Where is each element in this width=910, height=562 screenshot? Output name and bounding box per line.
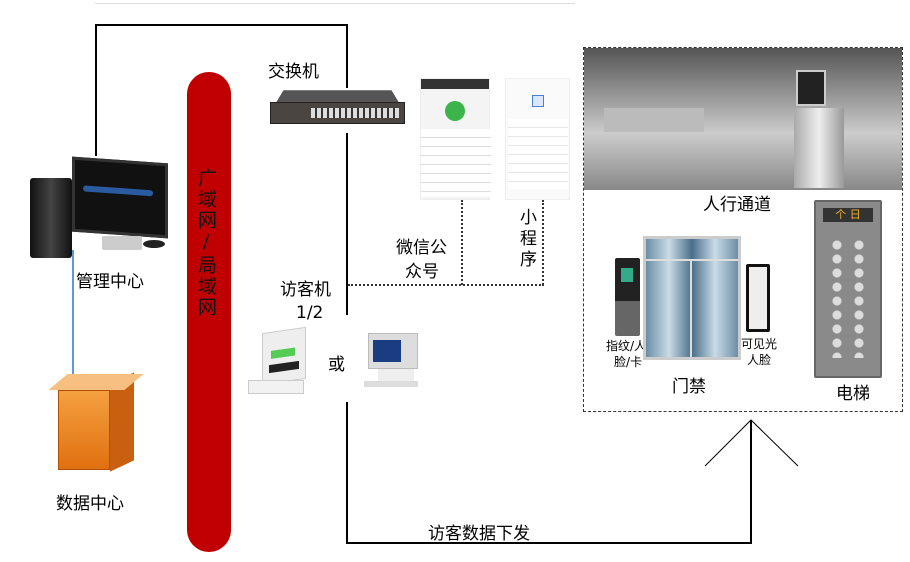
dotted-link-wechat xyxy=(461,200,463,285)
dotted-link-mini xyxy=(542,200,544,285)
visible-light-face-label-l2: 人脸 xyxy=(747,353,772,367)
elevator-display: 个 日 xyxy=(823,208,873,222)
fingerprint-face-card-label-l1: 指纹/人 xyxy=(606,339,647,353)
pc-tower xyxy=(30,178,72,258)
visitor-kiosk-number: 1/2 xyxy=(296,303,324,323)
mini-program-screen xyxy=(505,78,570,200)
dotted-link-h xyxy=(348,284,544,286)
link-top xyxy=(95,24,348,26)
fingerprint-face-card-label-l2: 脸/卡 xyxy=(614,355,643,369)
server-icon xyxy=(48,372,144,472)
pc-mouse xyxy=(143,240,165,248)
link-server xyxy=(72,250,74,380)
wechat-official-label-l2: 众号 xyxy=(405,262,439,282)
pc-stand xyxy=(102,236,142,250)
access-control-label: 门禁 xyxy=(672,377,706,397)
network-bar xyxy=(187,72,231,552)
visitor-kiosk-1 xyxy=(248,326,310,396)
wechat-official-label-l1: 微信公 xyxy=(396,238,447,258)
pedestrian-passage-photo xyxy=(584,48,902,190)
pedestrian-passage-label: 人行通道 xyxy=(703,195,771,215)
visitor-kiosk-label: 访客机 xyxy=(280,280,331,300)
switch-label: 交换机 xyxy=(268,62,319,82)
top-faint-line xyxy=(95,3,575,4)
link-pc xyxy=(95,24,97,156)
or-label: 或 xyxy=(328,355,345,375)
visitor-kiosk-2 xyxy=(364,333,420,391)
data-center-label: 数据中心 xyxy=(56,494,124,514)
network-label: 广域网/局域网 xyxy=(195,168,217,318)
wechat-screen xyxy=(420,78,491,200)
fingerprint-face-card-device xyxy=(615,258,640,336)
arrow-head-icon xyxy=(704,419,799,467)
access-door xyxy=(643,236,741,360)
mini-program-label: 小程序 xyxy=(516,208,536,271)
link-kiosk-bottom xyxy=(346,402,348,544)
visible-light-face-label-l1: 可见光 xyxy=(741,337,778,351)
elevator-label: 电梯 xyxy=(836,384,870,404)
visitor-data-dispatch-label: 访客数据下发 xyxy=(428,524,530,544)
link-bottom xyxy=(346,542,752,544)
elevator-panel: 个 日 xyxy=(814,200,882,378)
link-up xyxy=(750,420,752,544)
visible-light-face-tablet xyxy=(746,264,770,332)
terminal-area xyxy=(583,47,903,412)
link-switch-kiosk xyxy=(346,133,348,315)
switch-icon xyxy=(270,88,405,132)
link-switch-top xyxy=(346,24,348,88)
pc-monitor xyxy=(72,156,168,239)
management-center-label: 管理中心 xyxy=(76,272,144,292)
